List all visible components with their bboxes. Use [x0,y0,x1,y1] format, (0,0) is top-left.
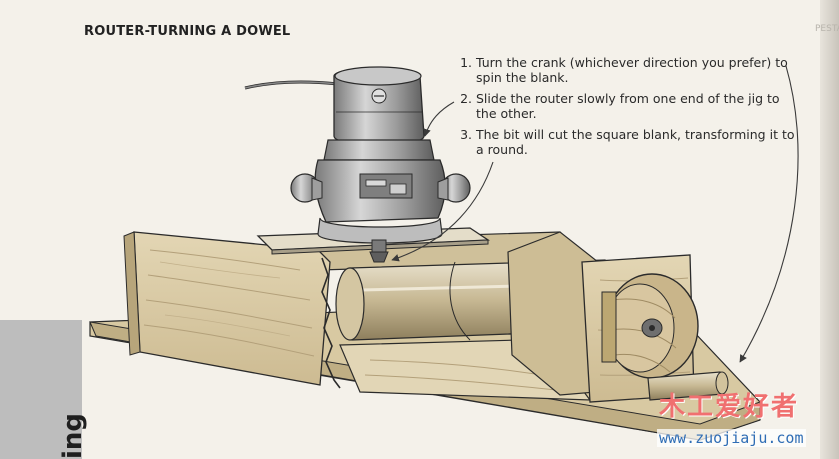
chapter-side-tab [0,320,82,459]
instruction-step-3: 3. The bit will cut the square blank, tr… [456,127,801,157]
jig-front-left-wall [123,231,331,386]
watermark: 木工爱好者 www.zuojiaju.com [653,386,833,454]
step-number: 2. [460,91,472,106]
step-text: Slide the router slowly from one end of … [476,91,780,121]
watermark-url: www.zuojiaju.com [657,429,806,447]
leader-arrow-icon [391,65,799,363]
router-icon [244,66,471,263]
instruction-list: 1. Turn the crank (whichever direction y… [456,55,801,163]
chapter-side-tab-text: ing [58,412,88,459]
watermark-logo: 木工爱好者 [659,392,800,422]
instruction-step-1: 1. Turn the crank (whichever direction y… [456,55,801,85]
page-edge-strip [820,0,839,459]
step-number: 1. [460,55,472,70]
step-text: The bit will cut the square blank, trans… [476,127,795,157]
step-text: Turn the crank (whichever direction you … [476,55,788,85]
instruction-step-2: 2. Slide the router slowly from one end … [456,91,801,121]
crank-wheel-icon [601,273,699,379]
diagram-title: ROUTER-TURNING A DOWEL [84,24,291,39]
cutaway-edge [321,257,341,389]
page-edge-mark: PESTAL [815,24,839,34]
crank-handle [647,371,729,401]
step-number: 3. [460,127,472,142]
